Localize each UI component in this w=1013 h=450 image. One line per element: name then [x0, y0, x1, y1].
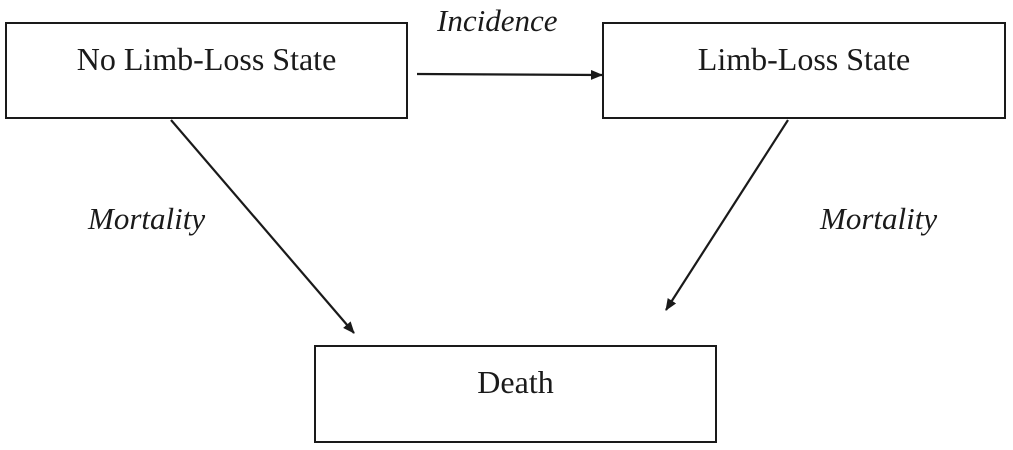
limb-loss-state-node: Limb-Loss State [602, 22, 1006, 119]
death-state-node: Death [314, 345, 717, 443]
mortality-right-arrow [665, 119, 789, 311]
incidence-edge-label: Incidence [437, 3, 558, 38]
mortality-left-edge-label: Mortality [88, 201, 206, 236]
death-state-label: Death [477, 364, 554, 400]
incidence-arrow [416, 69, 603, 80]
mortality-right-edge-label: Mortality [820, 201, 938, 236]
limb-loss-state-label: Limb-Loss State [697, 40, 911, 77]
no-limb-loss-state-node: No Limb-Loss State [5, 22, 408, 119]
no-limb-loss-state-label: No Limb-Loss State [76, 40, 337, 77]
mortality-left-arrow [170, 119, 355, 334]
